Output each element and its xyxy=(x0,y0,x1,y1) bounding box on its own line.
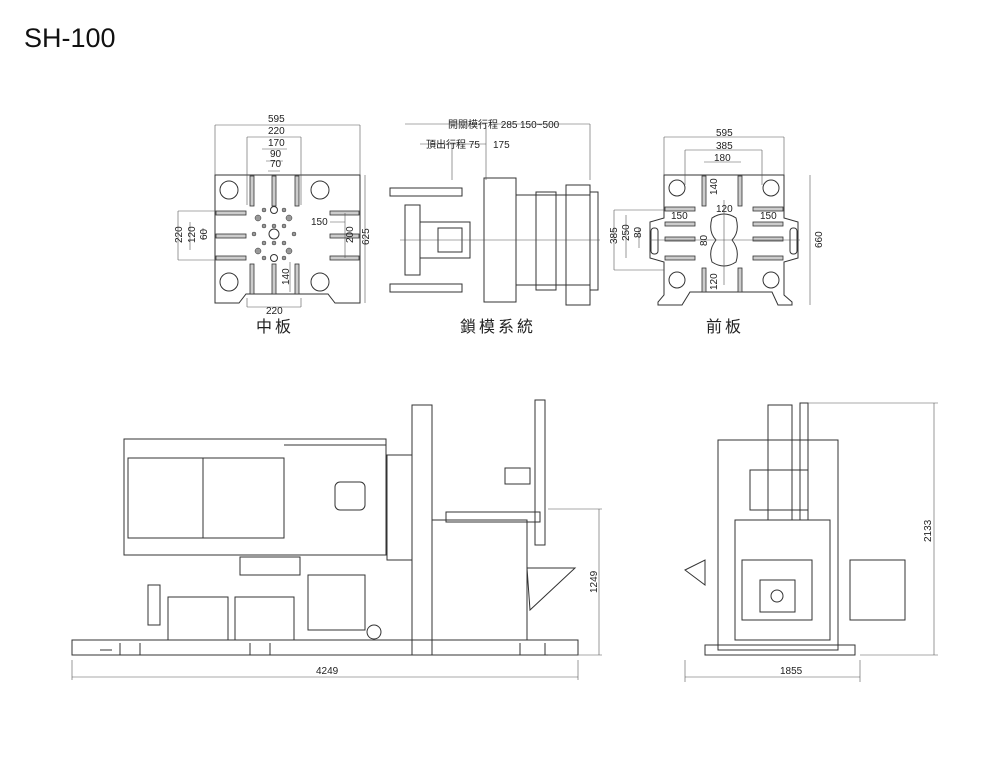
mold-range-label: 150~500 xyxy=(520,120,560,131)
dim-140: 140 xyxy=(281,268,292,285)
dim-120-left: 120 xyxy=(187,226,198,243)
clamping-system-caption: 鎖模系統 xyxy=(460,317,536,336)
dim-175: 175 xyxy=(493,140,510,151)
fp-dim-80-left: 80 xyxy=(633,226,644,238)
dim-220-bottom: 220 xyxy=(266,306,283,317)
dim-170: 170 xyxy=(268,138,285,149)
dim-150: 150 xyxy=(311,217,328,228)
middle-plate-caption: 中板 xyxy=(256,317,294,336)
dim-60-left: 60 xyxy=(199,228,210,240)
end-width-dim: 1855 xyxy=(780,666,803,677)
clamping-system-view: 開關模行程 285 150~500 頂出行程 75 175 鎖模系統 xyxy=(389,118,600,336)
dim-595: 595 xyxy=(268,114,285,125)
end-height-dim: 2133 xyxy=(923,519,934,542)
dim-90: 90 xyxy=(270,149,282,160)
front-plate-view: 595 385 180 140 120 150 150 385 250 80 8… xyxy=(609,128,825,336)
fp-dim-120-bottom: 120 xyxy=(709,273,720,290)
fp-dim-180: 180 xyxy=(714,153,731,164)
dim-220-top: 220 xyxy=(268,126,285,137)
dim-625: 625 xyxy=(361,228,372,245)
fp-dim-660: 660 xyxy=(814,231,825,248)
eject-stroke-label: 頂出行程 75 xyxy=(426,138,480,151)
machine-side-view: 4249 1249 xyxy=(71,399,602,680)
model-title: SH-100 xyxy=(24,23,116,53)
fp-dim-250: 250 xyxy=(621,224,632,241)
fp-dim-150-left: 150 xyxy=(671,211,688,222)
dim-70: 70 xyxy=(270,159,282,170)
fp-dim-140: 140 xyxy=(709,178,720,195)
dim-200: 200 xyxy=(345,226,356,243)
fp-dim-595: 595 xyxy=(716,128,733,139)
fp-dim-80-center: 80 xyxy=(699,234,710,246)
side-height-dim: 1249 xyxy=(589,570,600,593)
fp-dim-385-top: 385 xyxy=(716,141,733,152)
front-plate-caption: 前板 xyxy=(706,317,744,336)
machine-end-view: 1855 2133 xyxy=(684,402,938,682)
middle-plate-view: 595 220 170 90 70 220 120 60 150 200 625… xyxy=(174,114,372,336)
fp-dim-150-right: 150 xyxy=(760,211,777,222)
fp-dim-385-left: 385 xyxy=(609,227,620,244)
dim-220-left: 220 xyxy=(174,226,185,243)
mold-stroke-label: 開關模行程 285 xyxy=(448,118,518,131)
fp-dim-120: 120 xyxy=(716,204,733,215)
side-length-dim: 4249 xyxy=(316,666,339,677)
